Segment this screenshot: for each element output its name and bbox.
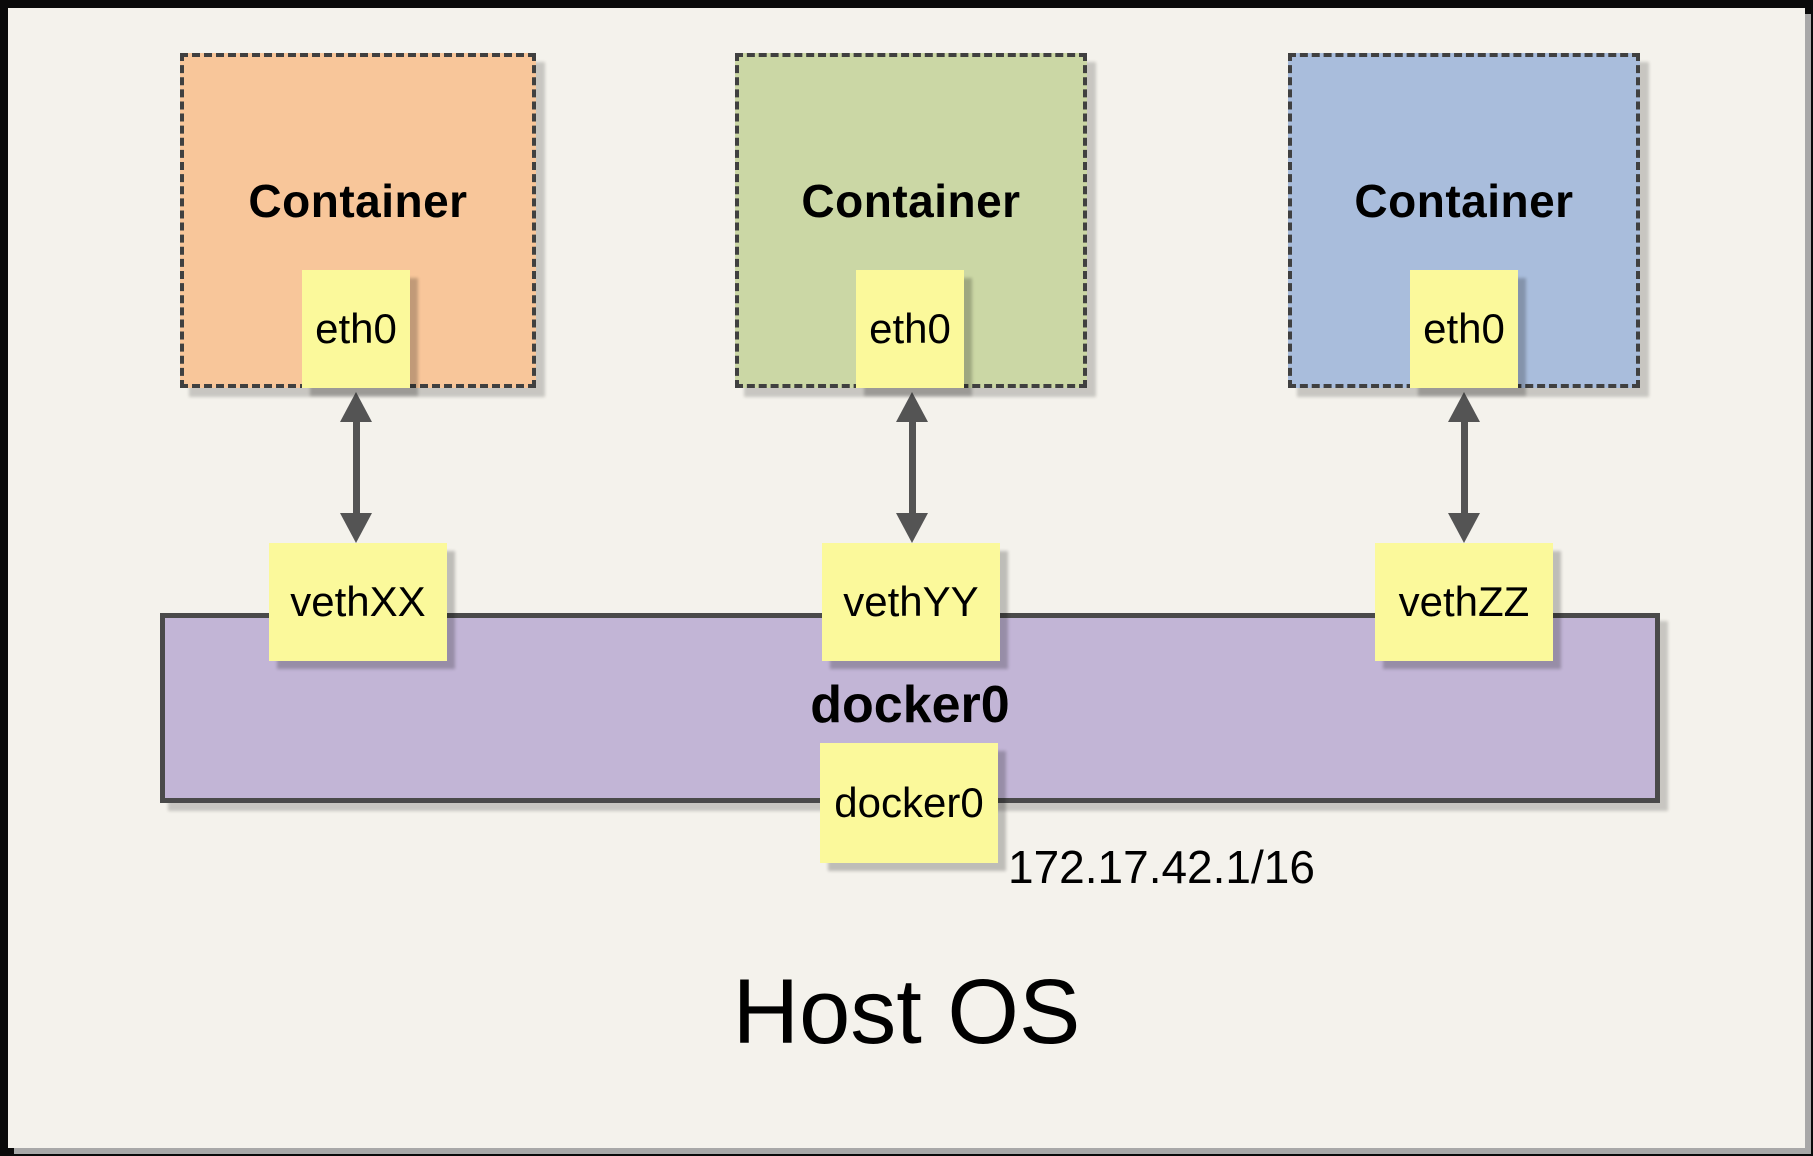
vethzz-label: vethZZ xyxy=(1398,578,1530,625)
vethyy-box: vethYY xyxy=(822,543,1000,661)
arrow-shaft xyxy=(352,422,360,513)
arrow-up-head-icon xyxy=(1448,392,1480,422)
docker0-interface-box: docker0 xyxy=(820,743,998,863)
docker0-interface-label: docker0 xyxy=(834,779,984,826)
container-1-eth0-label: eth0 xyxy=(315,305,397,352)
container-3-title: Container xyxy=(1354,174,1574,227)
container-2-eth0-label: eth0 xyxy=(869,305,951,352)
container-2-eth0-box: eth0 xyxy=(856,270,964,388)
container-1-title: Container xyxy=(248,174,468,227)
veth-connection-arrow-1 xyxy=(340,392,372,543)
vethzz-box: vethZZ xyxy=(1375,543,1553,661)
arrow-up-head-icon xyxy=(896,392,928,422)
container-2-title: Container xyxy=(801,174,1021,227)
vethyy-label: vethYY xyxy=(843,578,979,625)
container-3-eth0-box: eth0 xyxy=(1410,270,1518,388)
vethxx-label: vethXX xyxy=(290,578,426,625)
host-os-panel: Container Container Container eth0 eth0 … xyxy=(8,8,1805,1148)
bridge-ip-label: 172.17.42.1/16 xyxy=(1008,841,1315,893)
container-1-eth0-box: eth0 xyxy=(302,270,410,388)
host-os-title: Host OS xyxy=(732,961,1081,1063)
arrow-shaft xyxy=(908,422,916,513)
arrow-down-head-icon xyxy=(896,513,928,543)
arrow-up-head-icon xyxy=(340,392,372,422)
veth-connection-arrow-3 xyxy=(1448,392,1480,543)
vethxx-box: vethXX xyxy=(269,543,447,661)
arrow-down-head-icon xyxy=(1448,513,1480,543)
veth-connection-arrow-2 xyxy=(896,392,928,543)
arrow-down-head-icon xyxy=(340,513,372,543)
arrow-shaft xyxy=(1460,422,1468,513)
container-3-eth0-label: eth0 xyxy=(1423,305,1505,352)
docker0-bridge-label: docker0 xyxy=(810,676,1010,734)
